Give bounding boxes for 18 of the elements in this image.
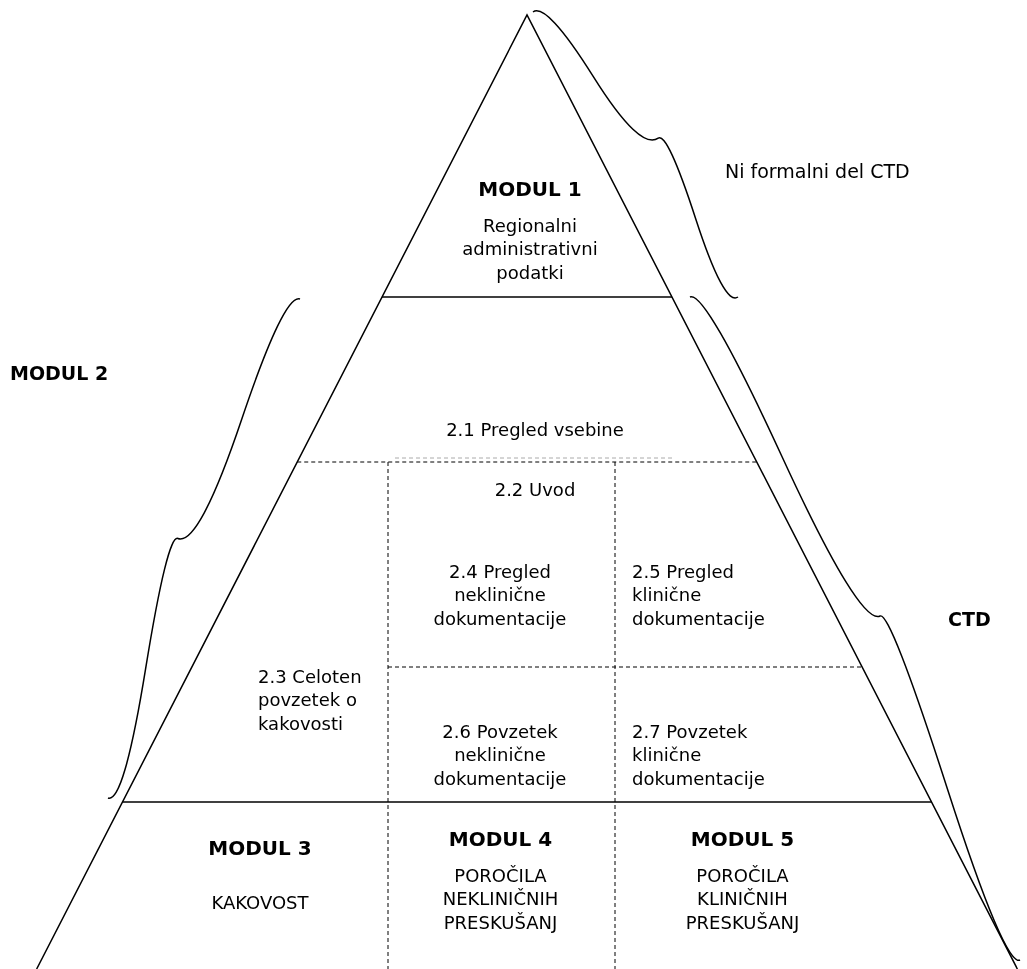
module-heading: MODUL 3 [207,835,313,862]
section-text: Regionalni administrativni podatki [461,213,599,285]
bracket-label: CTD [948,608,991,630]
module-heading: MODUL 1 [477,175,583,202]
section-text: 2.5 Pregled klinične dokumentacije [632,559,766,631]
section-text: 2.2 Uvod [493,478,577,502]
module-heading: MODUL 4 [447,825,554,852]
bracket-note: Ni formalni del CTD [725,160,910,182]
module-heading: MODUL 5 [689,825,796,852]
section-text: 2.3 Celoten povzetek o kakovosti [258,664,363,736]
section-text: POROČILA KLINIČNIH PRESKUŠANJ [684,863,801,935]
section-text: 2.7 Povzetek klinične dokumentacije [632,719,766,791]
section-text: 2.4 Pregled neklinične dokumentacije [432,559,568,631]
bracket-label: MODUL 2 [10,362,109,384]
section-text: POROČILA NEKLINIČNIH PRESKUŠANJ [441,863,560,935]
section-text: KAKOVOST [210,891,310,915]
section-text: 2.6 Povzetek neklinične dokumentacije [432,719,568,791]
section-text: 2.1 Pregled vsebine [445,418,625,442]
